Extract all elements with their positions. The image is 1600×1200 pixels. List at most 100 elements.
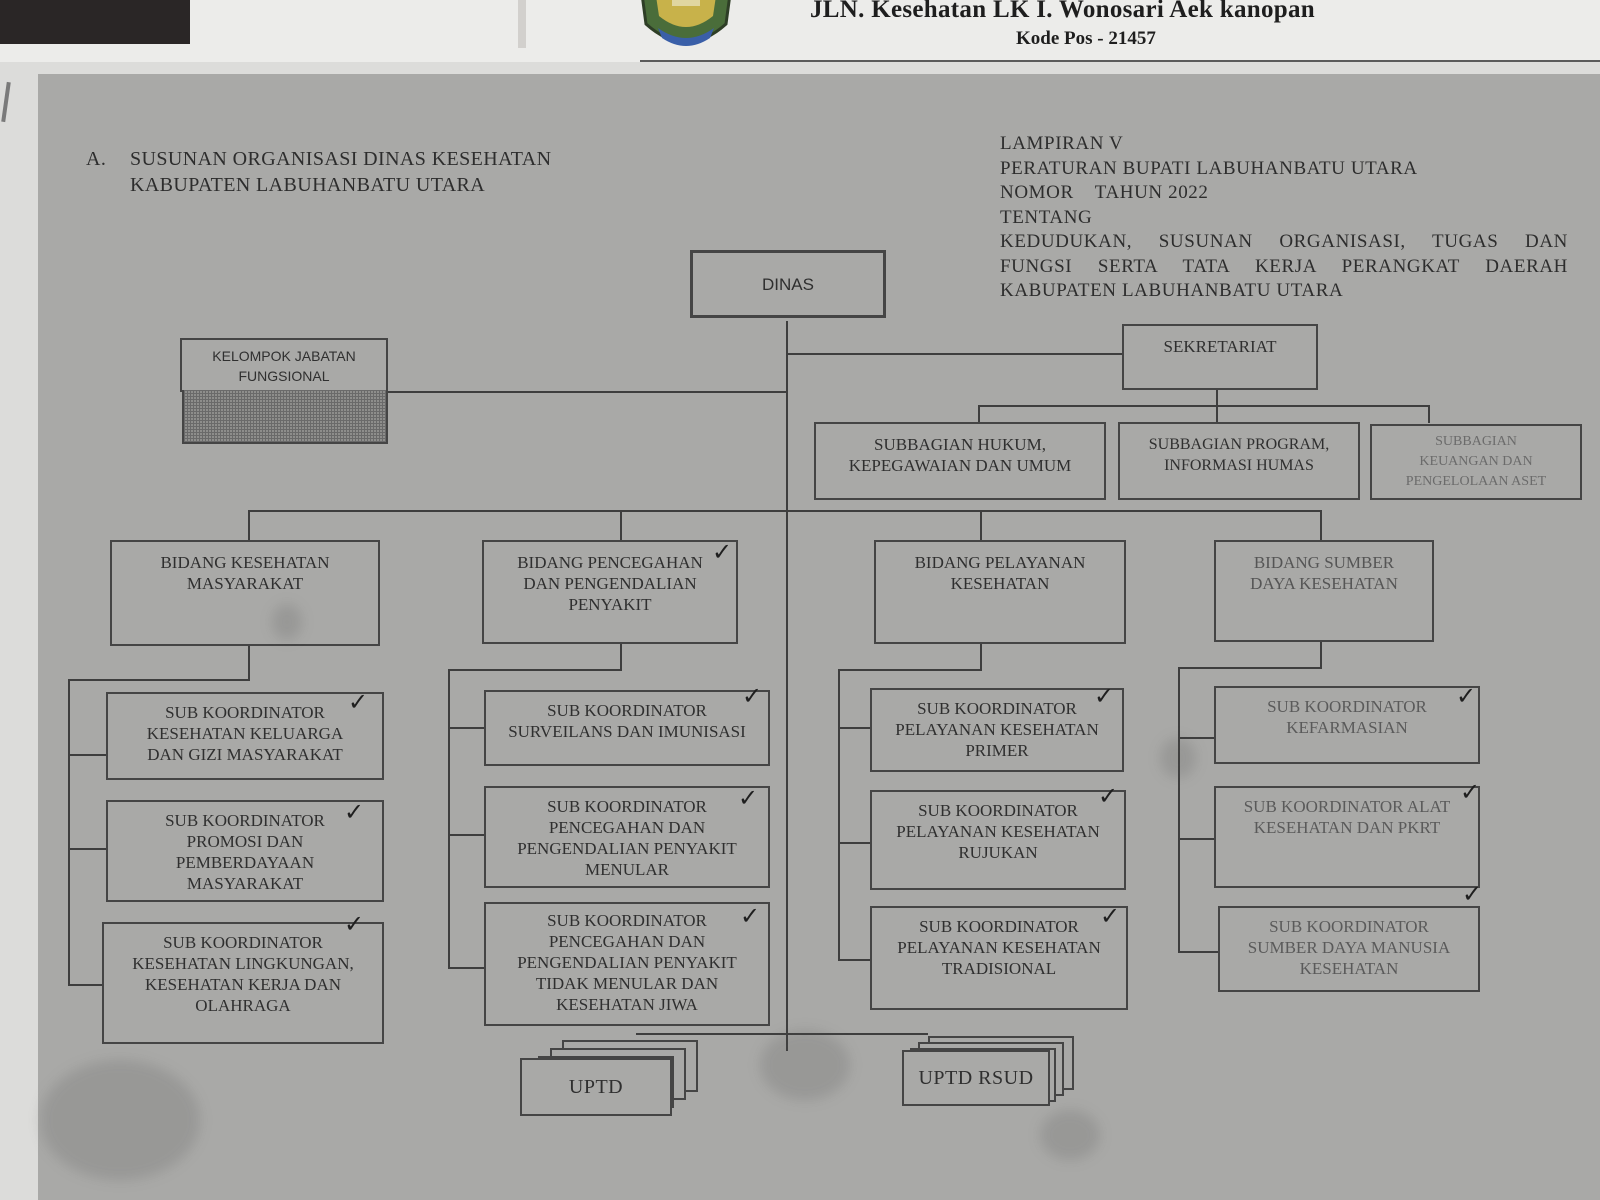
sekretariat-label: SEKRETARIAT bbox=[1163, 337, 1277, 356]
handwritten-check-icon: ✓ bbox=[348, 688, 369, 716]
sub-label: SUB KOORDINATOR bbox=[917, 699, 1077, 718]
bidang-3-branch bbox=[838, 842, 870, 844]
handwritten-check-icon: ✓ bbox=[344, 798, 365, 826]
bidang-2-drop bbox=[620, 644, 622, 670]
sub-label: TIDAK MENULAR DAN bbox=[535, 974, 719, 993]
bidang-2-branch bbox=[448, 967, 484, 969]
sub-sdmk-box: SUB KOORDINATOR SUMBER DAYA MANUSIA KESE… bbox=[1218, 906, 1480, 992]
letterhead-rule bbox=[640, 60, 1600, 63]
sub-label: SUB KOORDINATOR bbox=[547, 701, 707, 720]
subbagian-label: SUBBAGIAN PROGRAM, bbox=[1148, 436, 1330, 453]
subbagian-keuangan-box: SUBBAGIAN KEUANGAN DAN PENGELOLAAN ASET bbox=[1370, 424, 1582, 500]
bidang-3-branch bbox=[838, 727, 870, 729]
scan-smudge bbox=[40, 1060, 200, 1180]
sub-label: PENGENDALIAN PENYAKIT bbox=[517, 953, 737, 972]
sub-label: DAN GIZI MASYARAKAT bbox=[147, 745, 343, 764]
sub-label: SUB KOORDINATOR bbox=[163, 933, 323, 952]
sub-label: PENGENDALIAN PENYAKIT bbox=[517, 839, 737, 858]
bidang-label: BIDANG SUMBER bbox=[1253, 553, 1395, 572]
paper-edge bbox=[518, 0, 526, 48]
bidang-4-branch bbox=[1178, 838, 1214, 840]
bidang-p2p-box: BIDANG PENCEGAHAN DAN PENGENDALIAN PENYA… bbox=[482, 540, 738, 644]
bidang-4-branch bbox=[1178, 737, 1214, 739]
sub-kesga-box: SUB KOORDINATOR KESEHATAN KELUARGA DAN G… bbox=[106, 692, 384, 780]
kelompok-jabatan-box: KELOMPOK JABATAN FUNGSIONAL bbox=[180, 338, 388, 392]
bidang-label: BIDANG PENCEGAHAN bbox=[517, 553, 703, 572]
sub-label: SUB KOORDINATOR ALAT bbox=[1243, 797, 1451, 816]
sub-label: SUMBER DAYA MANUSIA bbox=[1247, 938, 1451, 957]
handwritten-check-icon: ✓ bbox=[344, 910, 365, 938]
bidang-label: KESEHATAN bbox=[950, 574, 1050, 593]
bidang-1-drop bbox=[248, 646, 250, 680]
bidang-label: BIDANG PELAYANAN bbox=[914, 553, 1086, 572]
bidang-label: DAN PENGENDALIAN bbox=[523, 574, 697, 593]
handwritten-check-icon: ✓ bbox=[742, 682, 763, 710]
sub-p2ptm-box: SUB KOORDINATOR PENCEGAHAN DAN PENGENDAL… bbox=[484, 902, 770, 1026]
bidang-4-branch bbox=[1178, 951, 1218, 953]
main-trunk-line bbox=[786, 321, 788, 1051]
kelompok-connector bbox=[388, 391, 788, 393]
bidang-bus bbox=[248, 510, 1320, 512]
scan-smudge bbox=[1160, 738, 1196, 778]
regency-logo-icon bbox=[641, 0, 731, 46]
sub-label: MASYARAKAT bbox=[186, 874, 304, 893]
bidang-label: DAYA KESEHATAN bbox=[1250, 574, 1398, 593]
sub-alkes-box: SUB KOORDINATOR ALAT KESEHATAN DAN PKRT bbox=[1214, 786, 1480, 888]
kelompok-label: FUNGSIONAL bbox=[238, 368, 330, 384]
lampiran-line: TENTANG bbox=[1000, 206, 1093, 228]
scan-smudge bbox=[272, 604, 302, 640]
sub-label: SUB KOORDINATOR bbox=[1267, 697, 1427, 716]
lampiran-line: PERATURAN BUPATI LABUHANBATU UTARA bbox=[1000, 157, 1418, 179]
scan-smudge bbox=[1040, 1110, 1100, 1160]
subbagian-hukum-box: SUBBAGIAN HUKUM, KEPEGAWAIAN DAN UMUM bbox=[814, 422, 1106, 500]
sub-label: KESEHATAN LINGKUNGAN, bbox=[132, 954, 354, 973]
sub-label: SUB KOORDINATOR bbox=[547, 911, 707, 930]
lampiran-block: LAMPIRAN V PERATURAN BUPATI LABUHANBATU … bbox=[1000, 132, 1568, 304]
lampiran-line: NOMOR TAHUN 2022 bbox=[1000, 182, 1209, 203]
sub-label: KESEHATAN bbox=[1299, 959, 1399, 978]
title-line-1: SUSUNAN ORGANISASI DINAS KESEHATAN bbox=[130, 148, 552, 170]
lampiran-line: FUNGSI SERTA TATA KERJA PERANGKAT DAERAH bbox=[1000, 255, 1568, 277]
bidang-3-branch bbox=[838, 959, 870, 961]
handwritten-check-icon: ✓ bbox=[1460, 778, 1481, 806]
subbagian-label: SUBBAGIAN bbox=[1435, 434, 1517, 449]
sub-label: OLAHRAGA bbox=[195, 996, 291, 1015]
sub-primer-box: SUB KOORDINATOR PELAYANAN KESEHATAN PRIM… bbox=[870, 688, 1124, 772]
bidang-4-drop bbox=[1320, 642, 1322, 668]
handwritten-check-icon: ✓ bbox=[738, 784, 759, 812]
sub-label: KEFARMASIAN bbox=[1286, 718, 1408, 737]
handwritten-check-icon: ✓ bbox=[740, 902, 761, 930]
bidang-2-spine bbox=[448, 669, 450, 969]
subbagian-program-box: SUBBAGIAN PROGRAM, INFORMASI HUMAS bbox=[1118, 422, 1360, 500]
bidang-1-branch bbox=[68, 848, 106, 850]
bidang-1-spine bbox=[68, 679, 70, 986]
subbagian-label: PENGELOLAAN ASET bbox=[1405, 474, 1547, 489]
subbagian-tick bbox=[978, 405, 980, 423]
kelompok-hatched-area bbox=[182, 390, 388, 444]
bidang-label: MASYARAKAT bbox=[186, 574, 304, 593]
sub-label: PENCEGAHAN DAN bbox=[548, 932, 706, 951]
scanned-page bbox=[38, 74, 1600, 1200]
sub-kesling-box: SUB KOORDINATOR KESEHATAN LINGKUNGAN, KE… bbox=[102, 922, 384, 1044]
sub-label: PELAYANAN KESEHATAN bbox=[895, 720, 1099, 739]
sub-label: MENULAR bbox=[584, 860, 670, 879]
sub-promkes-box: SUB KOORDINATOR PROMOSI DAN PEMBERDAYAAN… bbox=[106, 800, 384, 902]
subbagian-label: KEUANGAN DAN bbox=[1419, 454, 1533, 469]
sub-label: PRIMER bbox=[965, 741, 1029, 760]
bidang-2-branch bbox=[448, 727, 484, 729]
lampiran-line: LAMPIRAN V bbox=[1000, 133, 1124, 154]
dark-corner bbox=[0, 0, 190, 44]
handwritten-check-icon: ✓ bbox=[1094, 682, 1115, 710]
sub-label: KESEHATAN KERJA DAN bbox=[144, 975, 341, 994]
sub-label: PELAYANAN KESEHATAN bbox=[896, 822, 1100, 841]
sub-label: SUB KOORDINATOR bbox=[918, 801, 1078, 820]
bidang-3-spine bbox=[838, 669, 840, 961]
bidang-3-elbow bbox=[838, 669, 982, 671]
sub-label: SUB KOORDINATOR bbox=[165, 703, 325, 722]
sub-label: TRADISIONAL bbox=[941, 959, 1057, 978]
bidang-tick bbox=[980, 510, 982, 542]
sub-kefarmasian-box: SUB KOORDINATOR KEFARMASIAN bbox=[1214, 686, 1480, 764]
sub-tradisional-box: SUB KOORDINATOR PELAYANAN KESEHATAN TRAD… bbox=[870, 906, 1128, 1010]
title-line-2: KABUPATEN LABUHANBATU UTARA bbox=[130, 174, 486, 196]
bidang-1-elbow bbox=[68, 679, 250, 681]
